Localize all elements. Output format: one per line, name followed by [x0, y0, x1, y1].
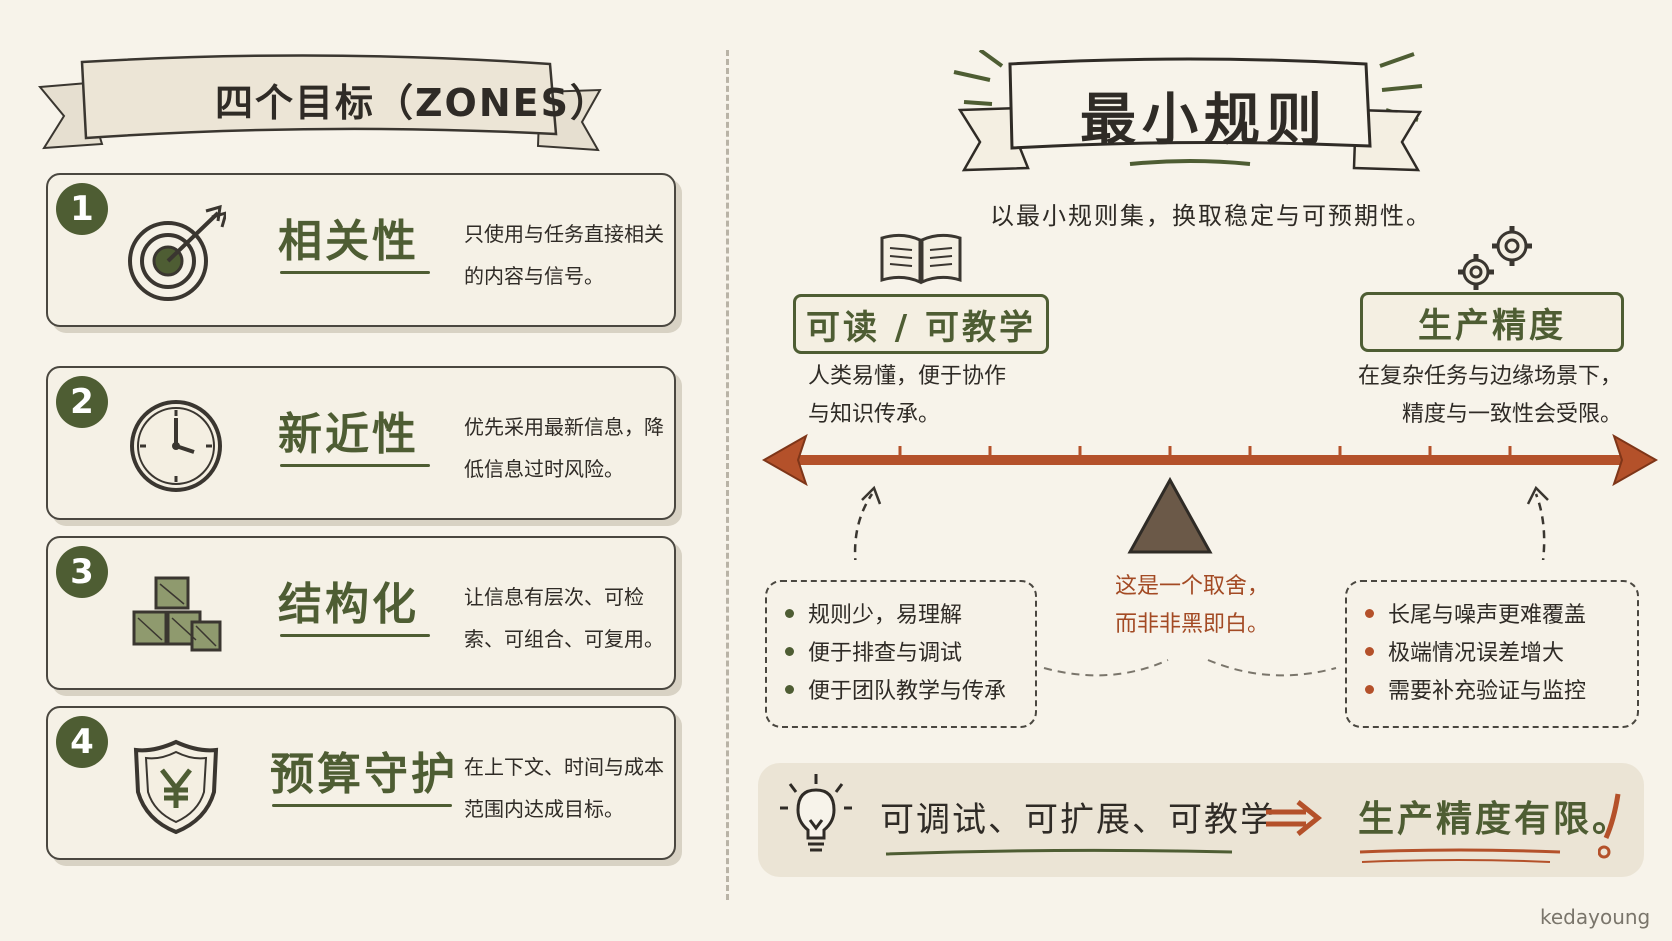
zone-number-4: 4: [56, 716, 108, 768]
yen-shield-icon: [133, 739, 219, 835]
zone-description-4: 在上下文、时间与成本范围内达成目标。: [464, 755, 664, 821]
list-item: 极端情况误差增大: [1365, 632, 1586, 670]
left-panel-title: 四个目标（ZONES）: [215, 81, 610, 125]
zone-title-1: 相关性: [278, 216, 419, 267]
readable-benefits-box: 规则少，易理解 便于排查与调试 便于团队教学与传承: [765, 580, 1037, 728]
conclusion-limit: 生产精度有限。: [1358, 799, 1632, 840]
book-icon: [880, 233, 962, 285]
zone-title-2: 新近性: [278, 409, 419, 460]
gears-icon: [1458, 226, 1532, 290]
right-panel-subtitle: 以最小规则集，换取稳定与可预期性。: [990, 202, 1432, 230]
zone-title-3: 结构化: [278, 579, 419, 630]
list-item: 规则少，易理解: [785, 594, 1006, 632]
clock-icon: [130, 400, 222, 492]
zone-number-2: 2: [56, 376, 108, 428]
zone-underline-1: [280, 271, 430, 274]
cubes-icon: [132, 576, 222, 652]
zone-number-1: 1: [56, 183, 108, 235]
zone-card-2: 2 新近性 优先采用最新信息，降低信息过时风险。: [46, 366, 676, 520]
zone-description-1: 只使用与任务直接相关的内容与信号。: [464, 222, 664, 288]
zone-number-3: 3: [56, 546, 108, 598]
left-title-banner: [38, 54, 602, 152]
right-end-description: 在复杂任务与边缘场景下， 精度与一致性会受限。: [1357, 364, 1622, 427]
right-panel-title: 最小规则: [1080, 88, 1328, 153]
signature: kedayoung: [1540, 905, 1651, 929]
left-end-description: 人类易懂，便于协作 与知识传承。: [808, 364, 1007, 427]
tradeoff-connectors: [1043, 659, 1337, 677]
precision-limits-box: 长尾与噪声更难覆盖 极端情况误差增大 需要补充验证与监控: [1345, 580, 1639, 728]
zone-underline-3: [280, 634, 430, 637]
tradeoff-note: 这是一个取舍， 而非非黑即白。: [1114, 574, 1269, 637]
list-item: 便于团队教学与传承: [785, 670, 1006, 708]
right-title-banner: [953, 50, 1423, 172]
zone-card-1: 1 相关性 只使用与任务直接相关的内容与信号。: [46, 173, 676, 327]
production-precision-label: 生产精度: [1360, 292, 1624, 352]
list-item: 长尾与噪声更难覆盖: [1365, 594, 1586, 632]
readable-teachable-label: 可读 / 可教学: [793, 294, 1049, 354]
target-icon: [128, 204, 226, 301]
conclusion-benefits: 可调试、可扩展、可教学: [880, 800, 1276, 840]
underlines: [885, 848, 1561, 863]
zone-title-4: 预算守护: [270, 749, 458, 800]
zone-card-4: 4 预算守护 在上下文、时间与成本范围内达成目标。: [46, 706, 676, 860]
lightbulb-icon: [780, 774, 852, 852]
zone-underline-2: [280, 464, 430, 467]
exclamation-icon: [1598, 793, 1621, 859]
zone-description-2: 优先采用最新信息，降低信息过时风险。: [464, 415, 664, 481]
zone-description-3: 让信息有层次、可检索、可组合、可复用。: [464, 585, 664, 651]
list-item: 需要补充验证与监控: [1365, 670, 1586, 708]
tradeoff-scale: [761, 433, 1659, 560]
arrow-right-icon: [1266, 800, 1323, 836]
list-item: 便于排查与调试: [785, 632, 1006, 670]
zone-card-3: 3 结构化 让信息有层次、可检索、可组合、可复用。: [46, 536, 676, 690]
panel-divider: [726, 50, 729, 900]
conclusion-band: [758, 763, 1644, 877]
zone-underline-4: [272, 804, 452, 807]
